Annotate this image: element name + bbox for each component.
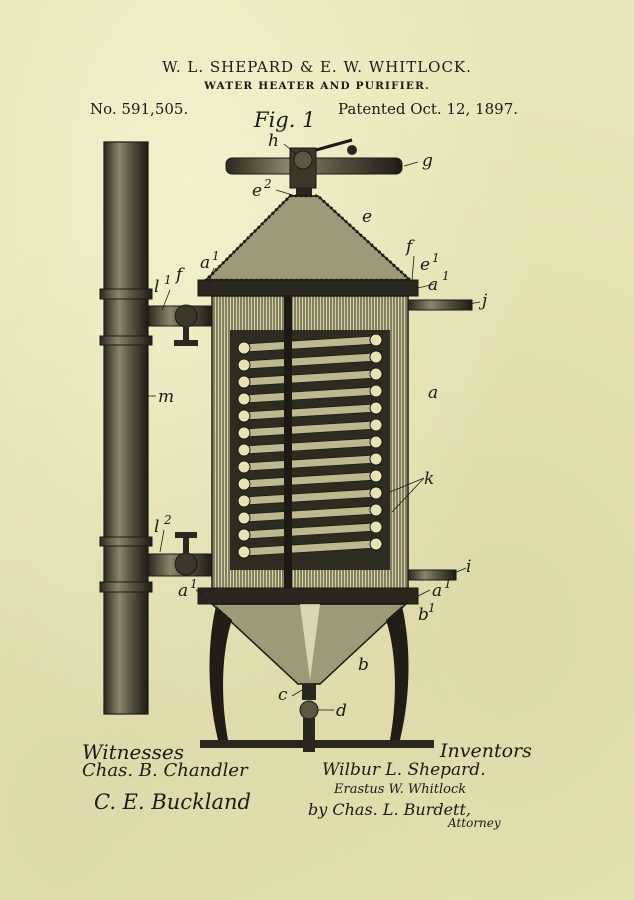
coil-end-left: [238, 376, 250, 388]
coil-end-left: [238, 495, 250, 507]
label-k: k: [424, 469, 434, 489]
label-a1-bottom-right: a: [432, 581, 442, 601]
label-i: i: [466, 557, 471, 577]
coil-end-left: [238, 478, 250, 490]
coil-end-right: [370, 521, 382, 533]
label-b: b: [358, 655, 369, 675]
coil-end-right: [370, 419, 382, 431]
attorney-signature: by Chas. L. Burdett,: [308, 800, 471, 819]
label-e2-sup: 2: [263, 177, 272, 191]
label-b1-sup: 1: [428, 601, 436, 615]
label-l1: l: [154, 277, 159, 297]
label-e1: e: [420, 255, 430, 275]
label-a1-bottom-right-sup: 1: [444, 577, 452, 591]
inventors-label: Inventors: [440, 740, 532, 762]
outlet-pipe-j: [408, 300, 472, 310]
coil-end-left: [238, 427, 250, 439]
coil-end-right: [370, 351, 382, 363]
coil-end-left: [238, 444, 250, 456]
label-e: e: [362, 207, 372, 227]
label-f-right: f: [404, 237, 415, 257]
vertical-supply-pipe: [100, 142, 152, 714]
witness-signature-1: Chas. B. Chandler: [82, 760, 248, 781]
label-a1-bottom-left-sup: 1: [190, 577, 198, 591]
witness-signature-2: C. E. Buckland: [94, 790, 251, 814]
label-j: j: [478, 291, 488, 311]
label-c: c: [278, 685, 288, 705]
conical-top: [206, 196, 410, 280]
label-a: a: [428, 383, 438, 403]
coil-end-right: [370, 470, 382, 482]
label-l2-sup: 2: [163, 513, 172, 527]
coil-end-right: [370, 538, 382, 550]
label-a1-top-right: a: [428, 275, 438, 295]
label-f-left: f: [174, 265, 185, 285]
coil-end-left: [238, 410, 250, 422]
coil-end-left: [238, 461, 250, 473]
coil-end-left: [238, 393, 250, 405]
coil-end-left: [238, 359, 250, 371]
label-a1-bottom-left: a: [178, 581, 188, 601]
bottom-flange: [198, 588, 418, 604]
attorney-label: Attorney: [448, 816, 501, 830]
label-a1-top-left: a: [200, 253, 210, 273]
label-d: d: [336, 701, 347, 721]
label-e1-sup: 1: [432, 251, 440, 265]
label-a1-top-right-sup: 1: [442, 269, 450, 283]
coil-end-left: [238, 512, 250, 524]
inventor-signature-1: Wilbur L. Shepard.: [322, 760, 486, 780]
coil-end-right: [370, 385, 382, 397]
coil-end-right: [370, 487, 382, 499]
coil-end-right: [370, 402, 382, 414]
coil-end-left: [238, 546, 250, 558]
coil-end-right: [370, 504, 382, 516]
coil-end-right: [370, 368, 382, 380]
central-rod: [284, 296, 292, 592]
coil-end-right: [370, 436, 382, 448]
label-h: h: [268, 131, 279, 151]
inventor-signature-2: Erastus W. Whitlock: [334, 782, 466, 797]
label-l1-sup: 1: [164, 273, 172, 287]
coil-end-left: [238, 529, 250, 541]
label-e2: e: [252, 181, 262, 201]
label-a1-top-left-sup: 1: [212, 249, 220, 263]
label-g: g: [422, 151, 433, 171]
coil-end-left: [238, 342, 250, 354]
top-flange: [198, 280, 418, 296]
conical-bottom: [212, 604, 406, 684]
coil-end-right: [370, 334, 382, 346]
coil-end-right: [370, 453, 382, 465]
label-m: m: [158, 387, 174, 407]
label-l2: l: [154, 517, 159, 537]
